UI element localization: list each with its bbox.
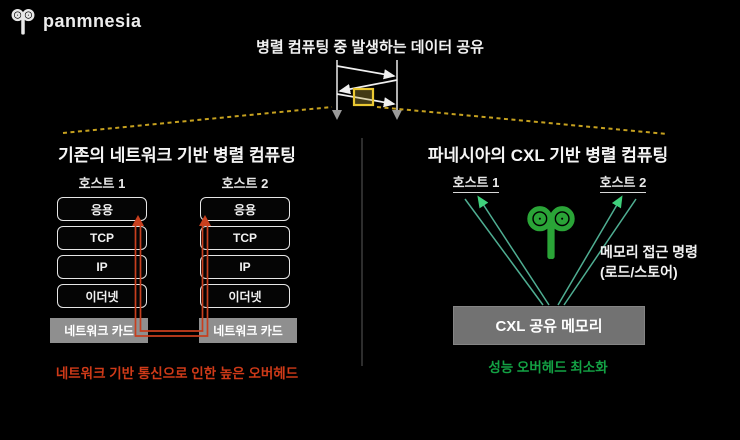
dashed-line-left	[62, 106, 333, 134]
brand-logo: panmnesia	[10, 7, 142, 35]
host2-layer-application: 응용	[200, 197, 290, 221]
red-path-inner	[139, 224, 204, 332]
top-caption: 병렬 컴퓨팅 중 발생하는 데이터 공유	[256, 39, 484, 56]
left-panel-title: 기존의 네트워크 기반 병렬 컴퓨팅	[58, 146, 296, 165]
message-arrow-3	[336, 93, 396, 108]
right-host2-label: 호스트 2	[578, 172, 668, 193]
panmnesia-logo-icon	[10, 7, 36, 35]
host1-layer-application: 응용	[57, 197, 147, 221]
host1-layer-ip: IP	[57, 255, 147, 279]
right-panel-title: 파네시아의 CXL 기반 병렬 컴퓨팅	[427, 146, 669, 165]
section-divider	[361, 138, 363, 366]
right-host1-label: 호스트 1	[431, 172, 521, 193]
message-arrow-1	[336, 65, 396, 80]
shared-data-block	[352, 87, 375, 107]
left-host1-label: 호스트 1	[78, 176, 126, 191]
projection-dashed-lines	[0, 100, 740, 142]
right-host2-text: 호스트 2	[599, 175, 647, 193]
host2-protocol-stack: 응용 TCP IP 이더넷	[200, 197, 290, 308]
host2-layer-ip: IP	[200, 255, 290, 279]
data-sharing-sequence-diagram	[315, 58, 425, 122]
right-host1-text: 호스트 1	[452, 175, 500, 193]
cxl-shared-memory-box: CXL 공유 메모리	[453, 306, 645, 345]
host2-network-card: 네트워크 카드	[199, 318, 297, 343]
right-panel-caption: 성능 오버헤드 최소화	[488, 360, 608, 375]
memory-access-note-line1: 메모리 접근 명령	[600, 244, 698, 260]
memory-access-note: 메모리 접근 명령 (로드/스토어)	[600, 242, 698, 282]
host2-layer-tcp: TCP	[200, 226, 290, 250]
left-host2-label: 호스트 2	[221, 176, 269, 191]
host2-layer-ethernet: 이더넷	[200, 284, 290, 308]
message-arrow-2	[338, 79, 398, 95]
brand-name: panmnesia	[43, 10, 142, 31]
host1-protocol-stack: 응용 TCP IP 이더넷	[57, 197, 147, 308]
lifeline-left-arrowhead	[332, 110, 342, 120]
panmnesia-green-logo-icon	[524, 202, 578, 260]
host1-network-card: 네트워크 카드	[50, 318, 148, 343]
lifeline-right-arrowhead	[392, 110, 402, 120]
memory-access-note-line2: (로드/스토어)	[600, 264, 678, 280]
host1-layer-ethernet: 이더넷	[57, 284, 147, 308]
left-panel-caption: 네트워크 기반 통신으로 인한 높은 오버헤드	[55, 366, 299, 381]
dashed-line-right	[376, 106, 668, 135]
host1-layer-tcp: TCP	[57, 226, 147, 250]
